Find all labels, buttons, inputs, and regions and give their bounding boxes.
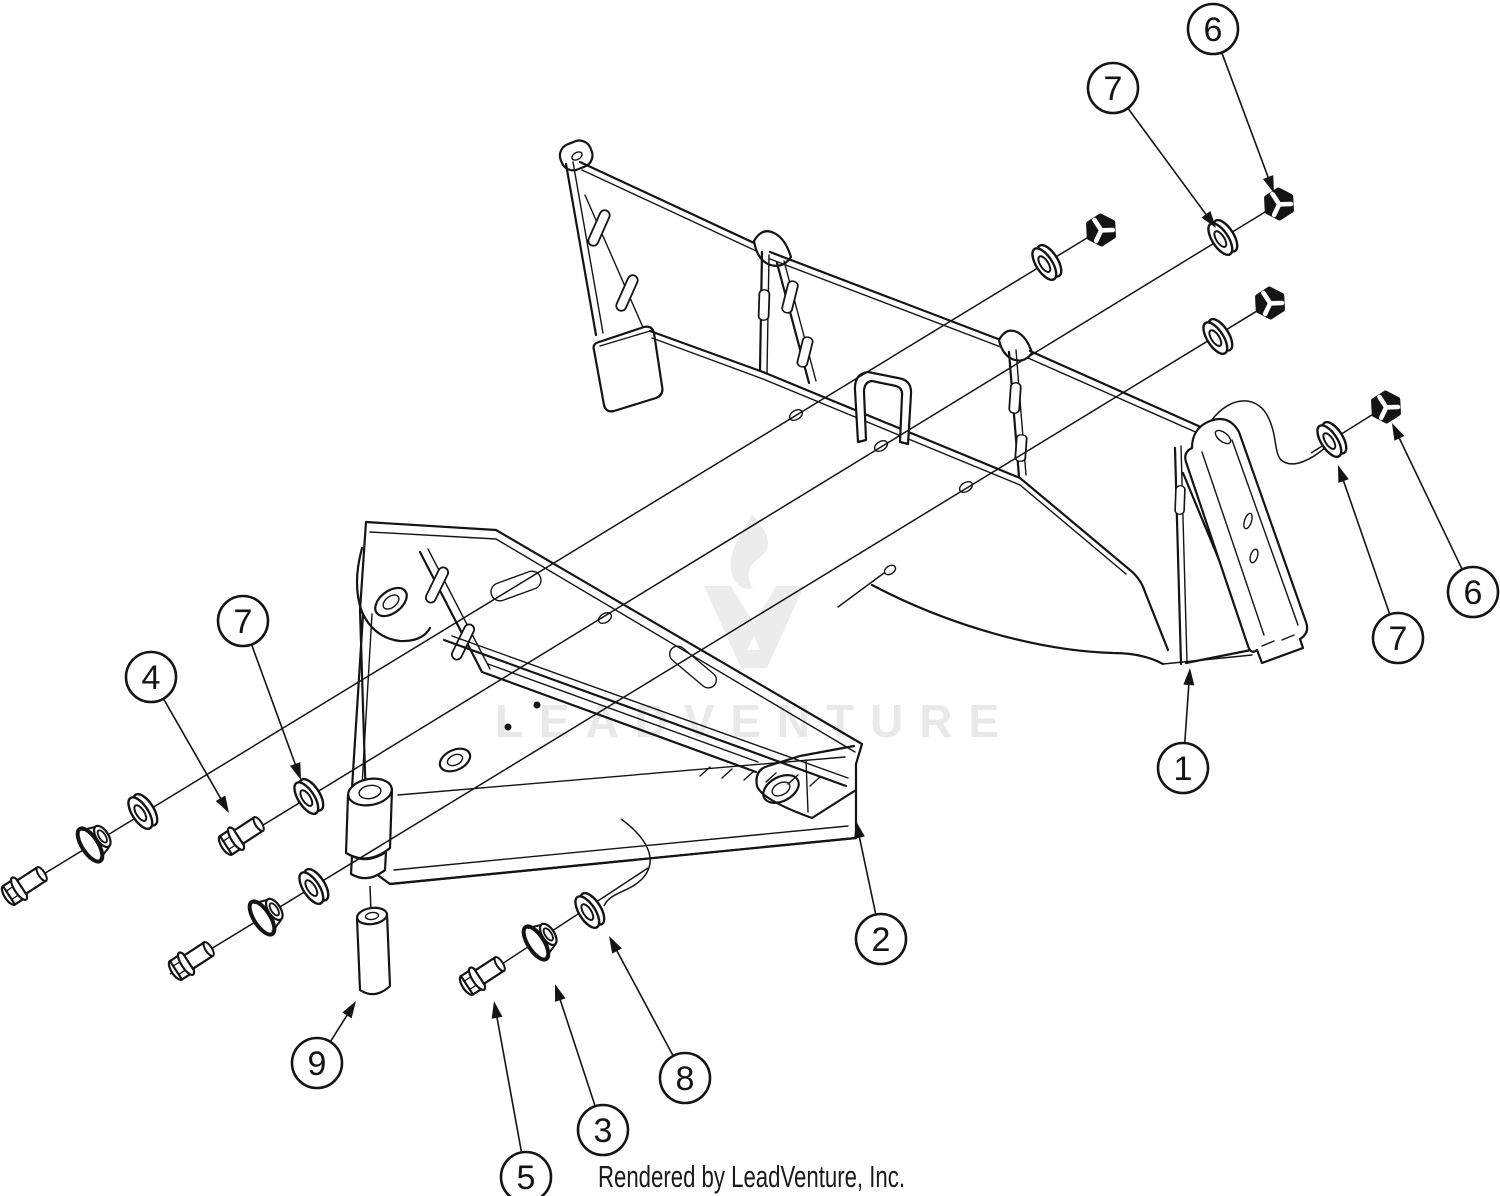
callout-7-flat-washer-right: 7 bbox=[1338, 465, 1425, 665]
leader-arrowhead bbox=[491, 1001, 503, 1019]
hardware bbox=[0, 186, 1405, 1000]
callout-number: 3 bbox=[594, 1112, 613, 1150]
leader-line bbox=[250, 644, 299, 771]
leadventure-watermark: LEADVENTURE bbox=[495, 514, 1013, 747]
callout-number: 1 bbox=[1174, 750, 1193, 788]
callout-number: 6 bbox=[1204, 11, 1223, 49]
callout-balloon bbox=[1186, 2, 1240, 56]
callout-balloon bbox=[124, 650, 178, 704]
callout-5-hex-bolt-bottom: 5 bbox=[491, 1001, 553, 1196]
pivot-bushing bbox=[344, 777, 394, 880]
callout-9-spacer-tube: 9 bbox=[290, 1001, 356, 1090]
callout-balloon bbox=[1446, 565, 1500, 619]
callout-number: 7 bbox=[1104, 70, 1123, 108]
leader-line bbox=[495, 1010, 523, 1153]
leader-arrowhead bbox=[1183, 668, 1195, 686]
flange-nut-top-b bbox=[1252, 285, 1289, 321]
upper-frame-weldment bbox=[558, 139, 1309, 666]
callout-2-lower-pivot-frame: 2 bbox=[854, 821, 908, 966]
leader-arrowhead bbox=[1392, 423, 1405, 441]
callout-number: 8 bbox=[676, 1060, 695, 1098]
leader-line bbox=[1183, 677, 1191, 744]
leadventure-flame-logo bbox=[704, 514, 804, 668]
fastener-axis-lines bbox=[5, 200, 1392, 986]
callout-8-flat-washer-bottom: 8 bbox=[609, 936, 712, 1105]
flat-washer-top-a bbox=[1026, 240, 1068, 285]
flange-nut-right bbox=[1368, 389, 1405, 425]
flat-washer-lower-left bbox=[293, 864, 335, 909]
callouts-layer: 6 7 6 7 1 2 7 4 9 5 3 8 bbox=[124, 2, 1500, 1196]
callout-number: 7 bbox=[1389, 620, 1408, 658]
callout-balloon bbox=[1086, 61, 1140, 115]
watermark-text: LEADVENTURE bbox=[495, 695, 1013, 747]
leader-arrowhead bbox=[1338, 465, 1349, 483]
spacer-tube bbox=[355, 906, 392, 996]
leader-line bbox=[162, 698, 225, 805]
leader-arrowhead bbox=[215, 795, 229, 813]
leader-arrowhead bbox=[1262, 175, 1274, 193]
lower-pivot-frame bbox=[344, 520, 864, 886]
callout-number: 7 bbox=[234, 603, 253, 641]
callout-3-cup-washer-bottom: 3 bbox=[555, 984, 630, 1157]
flat-washer-bottom bbox=[569, 888, 611, 933]
cup-washer-lower-left bbox=[242, 888, 292, 941]
callout-balloon bbox=[576, 1103, 630, 1157]
footer-credit: Rendered by LeadVenture, Inc. bbox=[598, 1159, 905, 1194]
callout-balloon bbox=[290, 1036, 344, 1090]
leader-arrowhead bbox=[1201, 211, 1216, 228]
leader-line bbox=[1395, 431, 1463, 570]
callout-number: 6 bbox=[1464, 574, 1483, 612]
cup-washer-bottom bbox=[516, 913, 566, 966]
axis-lower bbox=[169, 299, 1276, 975]
callout-6-flange-nut-right: 6 bbox=[1392, 423, 1500, 619]
flat-washer-top-b bbox=[1197, 314, 1239, 359]
callout-balloon bbox=[216, 594, 270, 648]
leader-line bbox=[1340, 474, 1391, 615]
callout-7-flat-washer-top: 7 bbox=[1086, 61, 1216, 228]
callout-number: 5 bbox=[517, 1159, 536, 1196]
axis-upper bbox=[5, 226, 1106, 898]
callout-number: 4 bbox=[142, 659, 161, 697]
callout-6-flange-nut-top: 6 bbox=[1186, 2, 1274, 193]
callout-7-flat-washer-left: 7 bbox=[216, 594, 301, 780]
hex-bolt-left bbox=[214, 810, 270, 860]
callout-balloon bbox=[499, 1150, 553, 1196]
callout-1-upper-frame-weldment: 1 bbox=[1156, 668, 1210, 795]
flat-washer-left bbox=[288, 774, 330, 819]
flange-nut-top-a bbox=[1083, 212, 1120, 248]
leader-arrowhead bbox=[609, 936, 622, 954]
leader-line bbox=[1127, 107, 1211, 221]
hex-bolt-upper-left bbox=[0, 860, 53, 910]
flat-washer-right bbox=[1311, 417, 1353, 462]
callout-balloon bbox=[1156, 741, 1210, 795]
hex-bolt-bottom bbox=[455, 950, 511, 1000]
flat-washer-upper-left bbox=[122, 789, 164, 834]
squiggle-bottom bbox=[603, 818, 651, 907]
callout-number: 9 bbox=[308, 1045, 327, 1083]
callout-balloon bbox=[1371, 611, 1425, 665]
axis-middle bbox=[223, 200, 1284, 850]
leader-arrowhead bbox=[854, 821, 865, 839]
leader-line bbox=[613, 944, 674, 1057]
callout-4-hex-bolt-left: 4 bbox=[124, 650, 229, 813]
callout-number: 2 bbox=[872, 921, 891, 959]
leader-arrowhead bbox=[290, 762, 301, 780]
leader-line bbox=[857, 830, 877, 915]
squiggle-right bbox=[1210, 400, 1327, 465]
flange-nut-top bbox=[1261, 186, 1298, 222]
cup-washer-upper-left bbox=[70, 815, 120, 868]
hex-bolt-lower-left bbox=[164, 935, 220, 985]
callout-balloon bbox=[658, 1051, 712, 1105]
callout-balloon bbox=[854, 912, 908, 966]
leader-line bbox=[557, 993, 596, 1107]
leader-arrowhead bbox=[555, 984, 566, 1002]
leader-arrowhead bbox=[342, 1001, 356, 1019]
leader-line bbox=[1220, 52, 1272, 184]
